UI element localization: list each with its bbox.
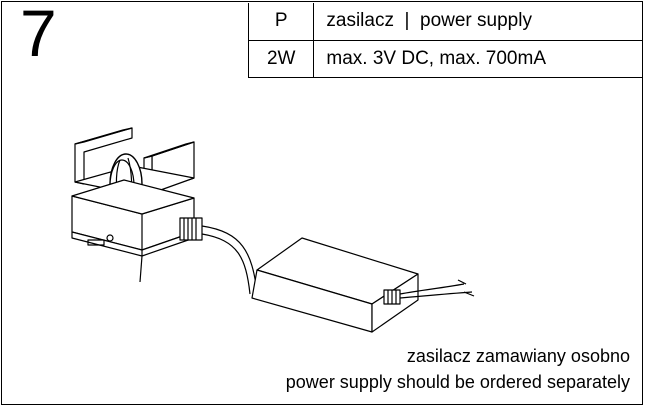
spec-code: 2W — [247, 39, 315, 78]
power-supply-box-icon — [251, 237, 419, 333]
spec-row-power-rating: 2W max. 3V DC, max. 700mA — [247, 39, 642, 78]
spec-table: P zasilacz | power supply 2W max. 3V DC,… — [247, 3, 642, 78]
spec-description: max. 3V DC, max. 700mA — [313, 39, 642, 78]
spec-description: zasilacz | power supply — [313, 3, 642, 41]
spec-code: P — [247, 3, 315, 41]
order-note-english: power supply should be ordered separatel… — [285, 372, 630, 392]
lamp-with-power-supply-drawing — [71, 127, 475, 333]
order-note-polish: zasilacz zamawiany osobno — [406, 346, 630, 366]
output-wires-icon — [383, 279, 475, 305]
cable-gland-icon — [179, 217, 203, 241]
sheet-number: 7 — [20, 0, 57, 70]
lamp-housing-icon — [71, 127, 195, 283]
spec-row-power-supply: P zasilacz | power supply — [247, 3, 642, 41]
